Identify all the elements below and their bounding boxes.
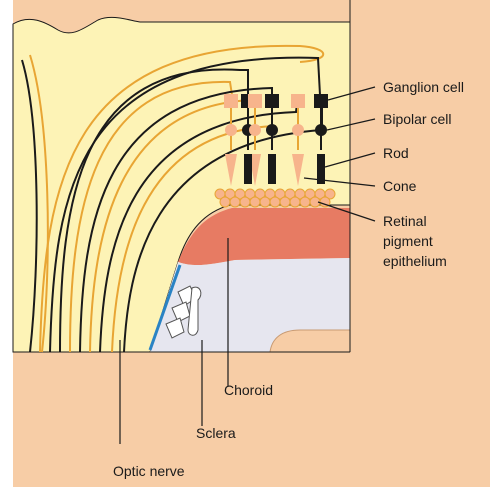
rod-1: [244, 154, 252, 184]
ganglion-cone-1: [224, 94, 238, 108]
label-rod: Rod: [383, 145, 409, 161]
bipolar-cone-3: [292, 124, 304, 136]
label-rpe-line3: epithelium: [383, 253, 447, 269]
label-optic-nerve: Optic nerve: [113, 463, 185, 479]
label-cone: Cone: [383, 178, 417, 194]
ganglion-cone-2: [248, 94, 262, 108]
ganglion-rod-2: [265, 94, 279, 108]
label-choroid: Choroid: [224, 382, 273, 398]
top-margin: [0, 0, 13, 487]
bipolar-cone-1: [225, 124, 237, 136]
label-rpe-line2: pigment: [383, 233, 433, 249]
label-bipolar-cell: Bipolar cell: [383, 111, 451, 127]
rod-2: [268, 154, 276, 184]
label-rpe-line1: Retinal: [383, 213, 427, 229]
ganglion-cone-3: [291, 94, 305, 108]
sclera-bump: [270, 330, 350, 352]
label-ganglion-cell: Ganglion cell: [383, 79, 464, 95]
label-sclera: Sclera: [196, 425, 236, 441]
bipolar-cone-2: [249, 124, 261, 136]
bipolar-rod-3: [315, 124, 327, 136]
bipolar-rod-2: [266, 124, 278, 136]
ganglion-rod-3: [314, 94, 328, 108]
